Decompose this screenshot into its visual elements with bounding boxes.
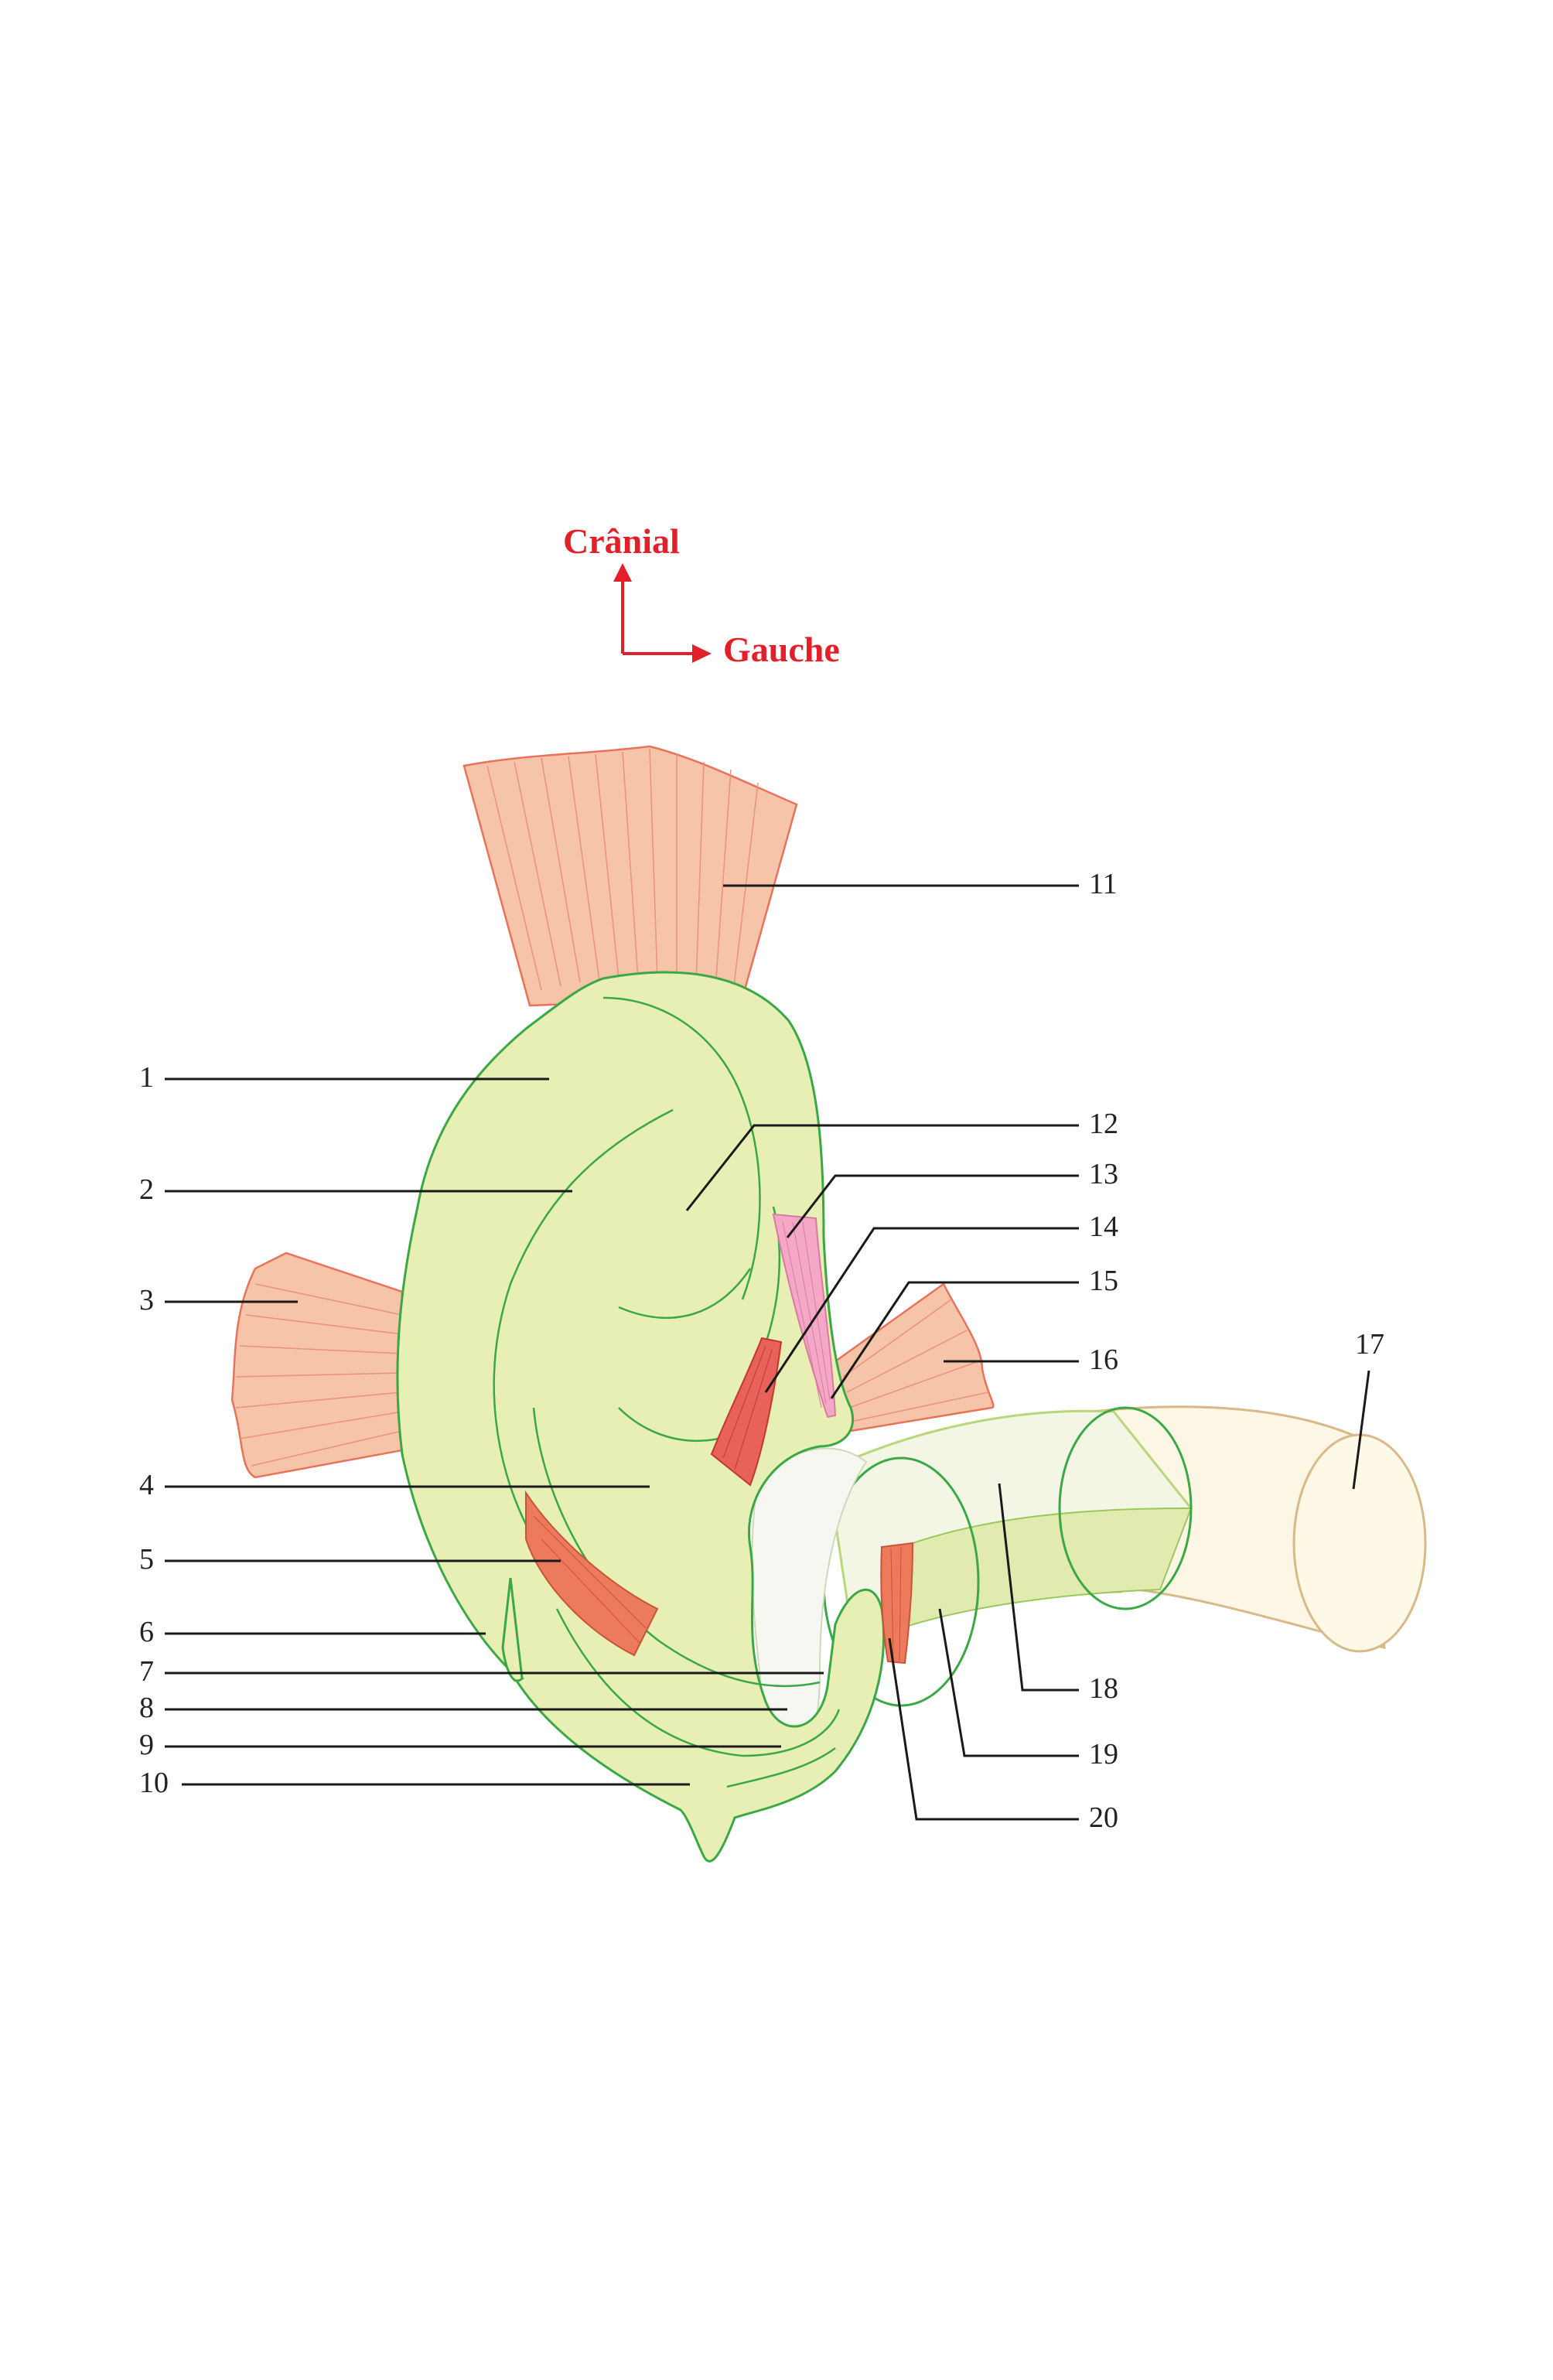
leader-12 <box>685 1124 1079 1211</box>
leader-14 <box>764 1227 1079 1393</box>
leader-17 <box>1352 1370 1370 1490</box>
label-11: 11 <box>1089 868 1118 900</box>
leader-20 <box>888 1637 1079 1821</box>
label-12: 12 <box>1089 1108 1118 1140</box>
muscle-14 <box>710 1337 783 1487</box>
label-1: 1 <box>139 1061 154 1094</box>
label-14: 14 <box>1089 1210 1118 1243</box>
cranial-label: Crânial <box>563 521 680 561</box>
label-2: 2 <box>139 1173 154 1206</box>
leader-13 <box>786 1174 1079 1238</box>
distal-tube-opening <box>1292 1433 1427 1653</box>
number-labels: 1 2 3 4 5 6 7 8 9 10 11 12 13 14 15 16 1… <box>139 868 1384 1834</box>
label-9: 9 <box>139 1729 154 1761</box>
label-3: 3 <box>139 1284 154 1316</box>
muscle-5 <box>525 1490 659 1657</box>
left-fin <box>230 1251 404 1479</box>
leader-18 <box>998 1483 1079 1692</box>
middle-tube-ring <box>1058 1406 1193 1610</box>
label-20: 20 <box>1089 1801 1118 1834</box>
leader-15 <box>830 1281 1079 1399</box>
dorsal-fin <box>462 745 798 1007</box>
left-arrowhead <box>692 644 712 663</box>
label-4: 4 <box>139 1469 154 1501</box>
label-8: 8 <box>139 1692 154 1724</box>
leader-lines <box>165 884 1370 1821</box>
muscle-13 <box>772 1213 837 1419</box>
label-5: 5 <box>139 1543 154 1576</box>
orientation-indicator: Crânial Gauche <box>563 521 840 669</box>
label-18: 18 <box>1089 1672 1118 1705</box>
label-13: 13 <box>1089 1158 1118 1190</box>
leader-19 <box>938 1608 1079 1757</box>
right-fin <box>834 1282 995 1432</box>
label-17: 17 <box>1355 1328 1384 1361</box>
middle-tube <box>822 1406 1193 1707</box>
label-7: 7 <box>139 1655 154 1688</box>
muscle-20 <box>880 1542 914 1665</box>
label-6: 6 <box>139 1616 154 1648</box>
cranial-arrowhead <box>613 563 632 582</box>
main-body <box>396 971 885 1863</box>
label-15: 15 <box>1089 1265 1118 1297</box>
label-16: 16 <box>1089 1344 1118 1376</box>
left-label: Gauche <box>723 630 840 669</box>
label-19: 19 <box>1089 1738 1118 1770</box>
label-10: 10 <box>139 1767 169 1799</box>
